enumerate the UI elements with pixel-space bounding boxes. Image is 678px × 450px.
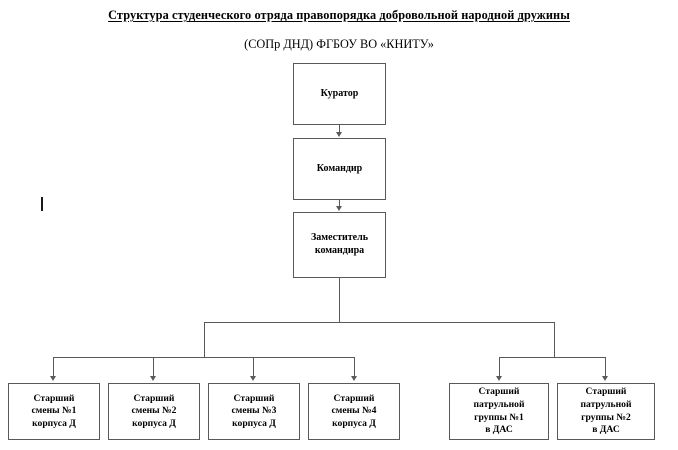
connector-main-bus: [204, 322, 555, 323]
node-shift-leader-3[interactable]: Старший смены №3 корпуса Д: [208, 383, 300, 440]
arrowhead-commander: [336, 132, 342, 137]
node-curator[interactable]: Куратор: [293, 63, 386, 125]
connector-shift-4-drop: [354, 357, 355, 377]
node-patrol-leader-1[interactable]: Старший патрульной группы №1 в ДАС: [449, 383, 549, 440]
connector-left-branch-drop: [204, 322, 205, 357]
node-curator-label: Куратор: [320, 87, 359, 99]
document-title: Структура студенческого отряда правопоря…: [0, 8, 678, 23]
connector-shift-1-drop: [53, 357, 54, 377]
arrowhead-shift-leader-1: [50, 376, 56, 381]
connector-deputy-trunk: [339, 278, 340, 322]
node-commander[interactable]: Командир: [293, 138, 386, 200]
connector-shift-bus: [53, 357, 355, 358]
text-caret-artifact: [41, 197, 43, 211]
connector-curator-commander: [339, 125, 340, 133]
node-deputy-commander[interactable]: Заместитель командира: [293, 212, 386, 278]
node-shift-leader-3-label: Старший смены №3 корпуса Д: [231, 392, 277, 429]
document-subtitle: (СОПр ДНД) ФГБОУ ВО «КНИТУ»: [244, 37, 434, 51]
node-patrol-leader-2-label: Старший патрульной группы №2 в ДАС: [580, 386, 632, 436]
node-deputy-commander-label: Заместитель командира: [310, 232, 368, 256]
node-shift-leader-1-label: Старший смены №1 корпуса Д: [31, 392, 77, 429]
connector-commander-deputy: [339, 200, 340, 207]
node-shift-leader-2[interactable]: Старший смены №2 корпуса Д: [108, 383, 200, 440]
node-shift-leader-4[interactable]: Старший смены №4 корпуса Д: [308, 383, 400, 440]
node-commander-label: Командир: [316, 162, 363, 174]
connector-patrol-bus: [499, 357, 606, 358]
node-shift-leader-4-label: Старший смены №4 корпуса Д: [331, 392, 377, 429]
arrowhead-shift-leader-4: [351, 376, 357, 381]
arrowhead-patrol-leader-1: [496, 376, 502, 381]
arrowhead-patrol-leader-2: [602, 376, 608, 381]
document-title-text: Структура студенческого отряда правопоря…: [108, 8, 570, 22]
node-patrol-leader-2[interactable]: Старший патрульной группы №2 в ДАС: [557, 383, 655, 440]
arrowhead-shift-leader-2: [150, 376, 156, 381]
connector-patrol-1-drop: [499, 357, 500, 377]
connector-right-branch-drop: [554, 322, 555, 357]
arrowhead-shift-leader-3: [250, 376, 256, 381]
connector-shift-2-drop: [153, 357, 154, 377]
connector-shift-3-drop: [253, 357, 254, 377]
arrowhead-deputy: [336, 206, 342, 211]
node-patrol-leader-1-label: Старший патрульной группы №1 в ДАС: [473, 386, 525, 436]
connector-patrol-2-drop: [605, 357, 606, 377]
node-shift-leader-2-label: Старший смены №2 корпуса Д: [131, 392, 177, 429]
node-shift-leader-1[interactable]: Старший смены №1 корпуса Д: [8, 383, 100, 440]
